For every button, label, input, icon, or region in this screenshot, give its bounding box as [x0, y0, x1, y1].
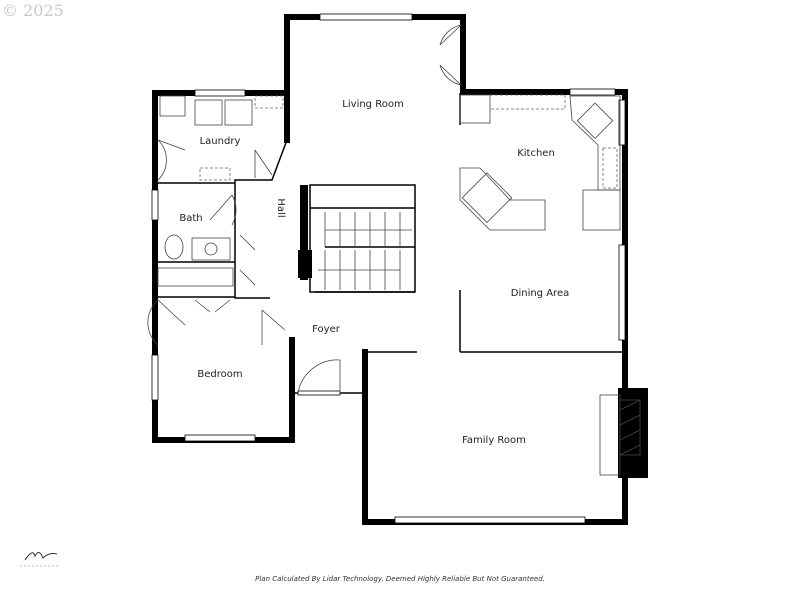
laundry-fixtures [159, 95, 284, 181]
bath-fixtures [157, 234, 234, 287]
fireplace-icon [599, 388, 648, 478]
sink-icon [191, 237, 231, 261]
room-label-hall: Hall [275, 198, 286, 217]
windows [151, 13, 626, 524]
signature-logo [20, 552, 60, 567]
kitchen-fixtures [459, 94, 621, 231]
toilet-icon [164, 234, 184, 260]
stairs [309, 184, 416, 293]
door-swings [147, 24, 462, 394]
room-label-living-room: Living Room [342, 99, 403, 110]
room-label-bedroom: Bedroom [197, 369, 242, 380]
sink-icon [576, 102, 614, 139]
kitchen-island [459, 167, 546, 231]
sink-icon [159, 95, 186, 117]
washer-icon [194, 99, 223, 126]
room-label-bath: Bath [179, 213, 202, 224]
room-label-kitchen: Kitchen [517, 148, 555, 159]
room-label-dining-area: Dining Area [511, 288, 569, 299]
stove-icon [461, 172, 513, 224]
dryer-icon [224, 99, 253, 126]
room-label-family-room: Family Room [462, 435, 526, 446]
disclaimer-text: Plan Calculated By Lidar Technology. Dee… [255, 575, 545, 583]
room-label-laundry: Laundry [200, 136, 241, 147]
copyright-watermark: © 2025 [2, 1, 64, 20]
room-label-foyer: Foyer [312, 324, 341, 335]
